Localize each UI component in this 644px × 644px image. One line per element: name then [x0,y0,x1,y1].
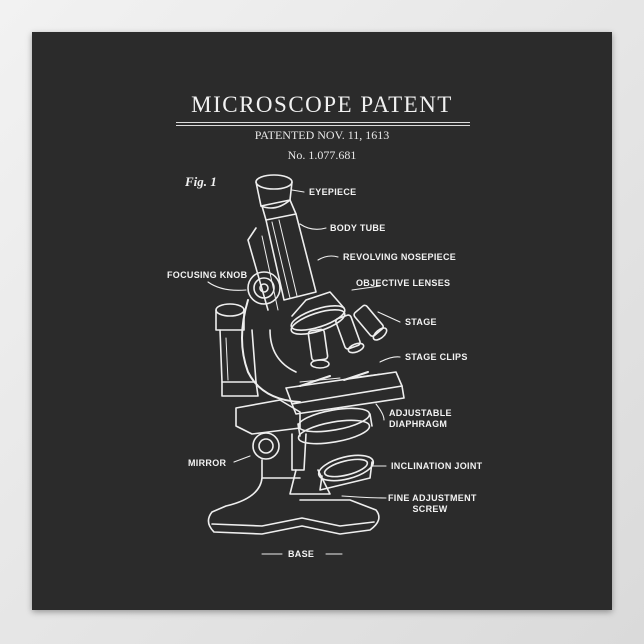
label-fine-adjustment-screw: FINE ADJUSTMENT SCREW [388,493,472,515]
label-body-tube: BODY TUBE [330,223,386,234]
leader-diaphragm [376,404,384,420]
label-revolving-nosepiece: REVOLVING NOSEPIECE [343,252,456,263]
focusing-knob-drawing [248,272,280,304]
label-adjustable-diaphragm-line1: ADJUSTABLE [389,408,452,419]
label-eyepiece: EYEPIECE [309,187,356,198]
label-focusing-knob: FOCUSING KNOB [167,270,247,281]
revolving-nosepiece-drawing [289,292,348,339]
label-mirror: MIRROR [188,458,226,469]
label-adjustable-diaphragm: ADJUSTABLE DIAPHRAGM [389,408,452,430]
label-stage-clips: STAGE CLIPS [405,352,468,363]
leader-focusing-knob [208,282,246,290]
label-inclination-joint: INCLINATION JOINT [391,461,482,472]
leader-nosepiece [318,256,338,260]
diaphragm-drawing [297,404,372,448]
eyepiece-drawing [256,175,296,220]
label-adjustable-diaphragm-line2: DIAPHRAGM [389,419,452,430]
leader-mirror [234,456,250,462]
pillar-drawing [216,304,258,396]
leader-stage [378,312,400,322]
label-fine-adjustment-line1: FINE ADJUSTMENT [388,493,472,504]
objective-lenses-drawing [308,304,389,368]
label-fine-adjustment-line2: SCREW [388,504,472,515]
label-objective-lenses: OBJECTIVE LENSES [356,278,450,289]
leader-stage-clips [380,357,400,362]
leader-fine-adjustment [342,496,386,498]
label-base: BASE [288,549,314,560]
stage-drawing [286,372,404,414]
leader-body-tube [300,224,326,229]
label-stage: STAGE [405,317,437,328]
leader-eyepiece [292,190,304,192]
